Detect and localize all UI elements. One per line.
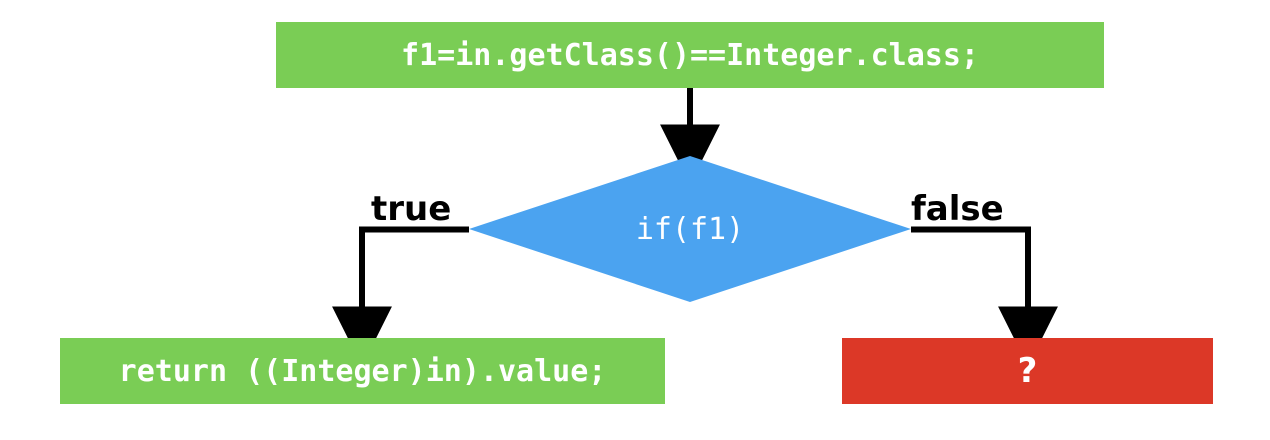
decision-node-if-label: if(f1) bbox=[635, 211, 745, 247]
edge-decision-false bbox=[911, 226, 1058, 367]
process-node-return[interactable]: return ((Integer)in).value; bbox=[60, 338, 665, 404]
unknown-node[interactable]: ? bbox=[842, 338, 1213, 404]
process-node-assign[interactable]: f1=in.getClass()==Integer.class; bbox=[276, 22, 1104, 88]
decision-node-if[interactable]: if(f1) bbox=[469, 156, 911, 302]
edge-decision-true bbox=[332, 226, 469, 367]
edge-label-false: false bbox=[911, 189, 1004, 229]
process-node-return-label: return ((Integer)in).value; bbox=[118, 353, 607, 389]
edge-label-true: true bbox=[371, 189, 452, 229]
unknown-node-label: ? bbox=[1017, 351, 1038, 391]
process-node-assign-label: f1=in.getClass()==Integer.class; bbox=[401, 37, 979, 73]
